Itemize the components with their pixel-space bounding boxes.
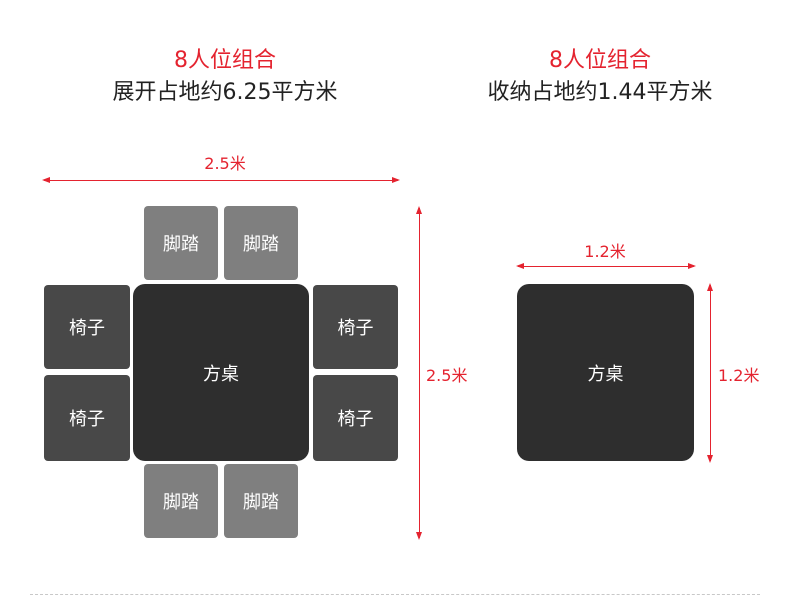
expanded-height-arrow-up-icon (416, 206, 422, 214)
footrest-label: 脚踏 (243, 234, 279, 255)
chair-right-bottom: 椅子 (313, 375, 398, 461)
expanded-title: 8人位组合 (174, 48, 276, 73)
table-label: 方桌 (587, 363, 624, 385)
footrest-top-left: 脚踏 (144, 206, 218, 280)
footrest-top-right: 脚踏 (224, 206, 298, 280)
folded-height-label: 1.2米 (718, 366, 760, 385)
folded-width-arrow-left-icon (516, 263, 524, 269)
expanded-width-arrow-right-icon (392, 177, 400, 183)
folded-table: 方桌 (517, 284, 694, 461)
bottom-divider (30, 594, 760, 595)
chair-label: 椅子 (337, 409, 374, 430)
chair-label: 椅子 (337, 318, 374, 339)
folded-width-label: 1.2米 (584, 242, 626, 261)
expanded-width-line (44, 180, 398, 181)
expanded-height-line (419, 208, 420, 538)
chair-right-top: 椅子 (313, 285, 398, 369)
folded-height-line (710, 285, 711, 461)
expanded-height-label: 2.5米 (426, 366, 468, 385)
expanded-width-arrow-left-icon (42, 177, 50, 183)
folded-height-arrow-down-icon (707, 455, 713, 463)
folded-width-arrow-right-icon (688, 263, 696, 269)
folded-width-line (518, 266, 694, 267)
expanded-width-label: 2.5米 (204, 154, 246, 173)
expanded-table: 方桌 (133, 284, 309, 461)
footrest-label: 脚踏 (163, 234, 199, 255)
footrest-label: 脚踏 (243, 492, 279, 513)
chair-left-top: 椅子 (44, 285, 130, 369)
folded-subtitle: 收纳占地约1.44平方米 (487, 80, 713, 105)
expanded-subtitle: 展开占地约6.25平方米 (112, 80, 338, 105)
footrest-label: 脚踏 (163, 492, 199, 513)
table-label: 方桌 (203, 363, 239, 385)
chair-label: 椅子 (69, 409, 105, 430)
folded-height-arrow-up-icon (707, 283, 713, 291)
chair-label: 椅子 (69, 318, 105, 339)
chair-left-bottom: 椅子 (44, 375, 130, 461)
folded-title: 8人位组合 (549, 48, 651, 73)
expanded-height-arrow-down-icon (416, 532, 422, 540)
footrest-bottom-left: 脚踏 (144, 464, 218, 538)
footrest-bottom-right: 脚踏 (224, 464, 298, 538)
